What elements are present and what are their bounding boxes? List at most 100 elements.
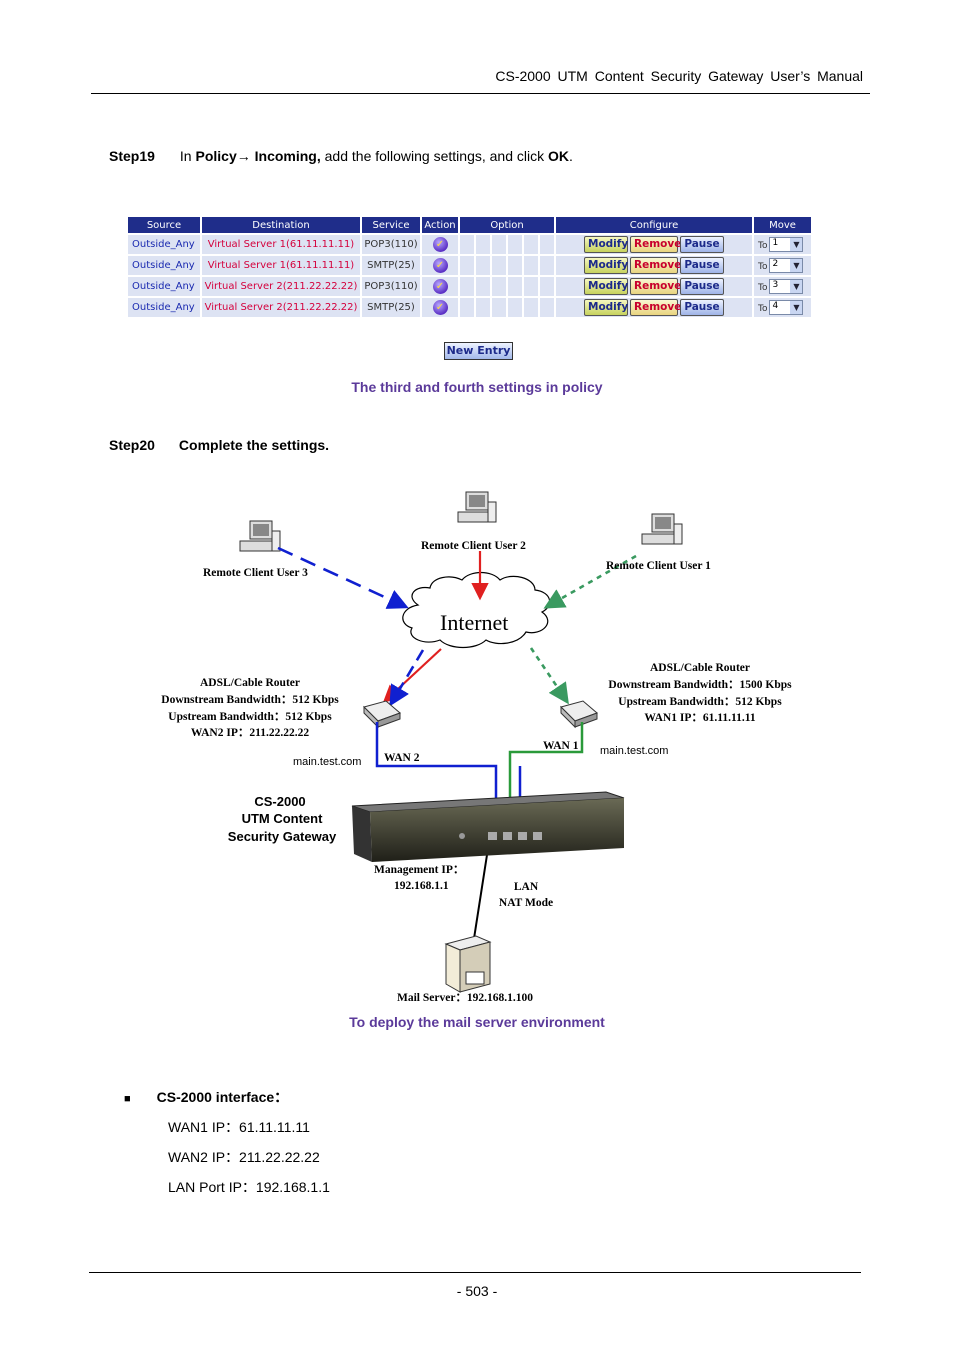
label-wan2: WAN 2 <box>384 752 420 764</box>
move-select-value: 1 <box>772 238 779 248</box>
label-user2: Remote Client User 2 <box>421 540 526 552</box>
pause-button[interactable]: Pause <box>680 278 724 295</box>
col-action: Action <box>422 217 458 233</box>
label-user1: Remote Client User 1 <box>606 560 711 572</box>
option-cell <box>524 298 538 317</box>
chevron-down-icon[interactable]: ▼ <box>790 301 803 314</box>
option-cell <box>460 235 474 254</box>
row-service[interactable]: POP3(110) <box>362 277 420 296</box>
row-destination[interactable]: Virtual Server 1(61.11.11.11) <box>202 256 360 275</box>
permit-action-icon: ✓ <box>432 237 448 252</box>
policy-table: Source Destination Service Action Option… <box>126 215 813 319</box>
option-cell <box>476 235 490 254</box>
option-cell <box>460 277 474 296</box>
to-label: To <box>758 240 768 251</box>
lan-line-2: NAT Mode <box>499 897 553 909</box>
move-select[interactable]: 1▼ <box>769 237 804 252</box>
step20-label: Step20 <box>109 437 155 453</box>
router-left-line-3: Upstream Bandwidth：512 Kbps <box>168 711 332 723</box>
remove-button[interactable]: Remove <box>630 278 681 295</box>
device-line-1: CS-2000 <box>254 794 305 809</box>
router-icon-right <box>560 700 598 729</box>
option-cell <box>476 298 490 317</box>
router-right-line-3: Upstream Bandwidth：512 Kbps <box>618 696 782 708</box>
step19-ok: OK <box>548 148 569 164</box>
computer-icon-user3 <box>239 520 281 552</box>
option-cell <box>540 298 554 317</box>
remove-button[interactable]: Remove <box>630 236 681 253</box>
row-action: ✓ <box>422 277 458 296</box>
row-action: ✓ <box>422 256 458 275</box>
col-service: Service <box>362 217 420 233</box>
gateway-device-icon <box>351 791 625 862</box>
col-configure: Configure <box>556 217 752 233</box>
router-right-line-1: ADSL/Cable Router <box>650 662 750 674</box>
option-cell <box>492 277 506 296</box>
pause-button[interactable]: Pause <box>680 257 724 274</box>
option-cell <box>508 298 522 317</box>
modify-button[interactable]: Modify <box>584 257 628 274</box>
domain-right: main.test.com <box>600 745 668 757</box>
row-source[interactable]: Outside_Any <box>128 298 200 317</box>
header-rule <box>91 93 870 94</box>
header-title: CS-2000 UTM Content Security Gateway Use… <box>495 68 863 84</box>
interface-line-wan2: WAN2 IP：211.22.22.22 <box>168 1149 320 1165</box>
step19-mid: add the following settings, and click <box>320 148 548 164</box>
new-entry-button[interactable]: New Entry <box>444 342 513 360</box>
chevron-down-icon[interactable]: ▼ <box>790 238 803 251</box>
row-source[interactable]: Outside_Any <box>128 256 200 275</box>
computer-icon-user2 <box>457 491 497 523</box>
modify-button[interactable]: Modify <box>584 278 628 295</box>
row-action: ✓ <box>422 298 458 317</box>
row-destination[interactable]: Virtual Server 1(61.11.11.11) <box>202 235 360 254</box>
figure-caption-2: To deploy the mail server environment <box>349 1014 605 1030</box>
chevron-down-icon[interactable]: ▼ <box>790 280 803 293</box>
chevron-down-icon[interactable]: ▼ <box>790 259 803 272</box>
option-cell <box>476 256 490 275</box>
move-select-value: 2 <box>772 259 779 269</box>
to-label: To <box>758 303 768 314</box>
row-source[interactable]: Outside_Any <box>128 235 200 254</box>
policy-table-header: Source Destination Service Action Option… <box>128 217 811 233</box>
remove-button[interactable]: Remove <box>630 299 681 316</box>
row-service[interactable]: POP3(110) <box>362 235 420 254</box>
move-select[interactable]: 4▼ <box>769 300 804 315</box>
pause-button[interactable]: Pause <box>680 236 724 253</box>
col-move: Move <box>754 217 811 233</box>
move-select[interactable]: 3▼ <box>769 279 804 294</box>
footer-rule <box>89 1272 861 1273</box>
remove-button[interactable]: Remove <box>630 257 681 274</box>
lan-line-1: LAN <box>514 881 539 893</box>
page-number: - 503 - <box>456 1283 498 1299</box>
row-destination[interactable]: Virtual Server 2(211.22.22.22) <box>202 277 360 296</box>
permit-action-icon: ✓ <box>432 258 448 273</box>
domain-left: main.test.com <box>293 756 361 768</box>
row-destination[interactable]: Virtual Server 2(211.22.22.22) <box>202 298 360 317</box>
router-left-line-2: Downstream Bandwidth：512 Kbps <box>161 694 339 706</box>
option-cell <box>508 277 522 296</box>
bullet-icon: ■ <box>124 1093 131 1105</box>
arrow-icon: → <box>236 148 251 164</box>
option-cell <box>524 235 538 254</box>
to-label: To <box>758 282 768 293</box>
modify-button[interactable]: Modify <box>584 236 628 253</box>
move-select-value: 4 <box>772 301 779 311</box>
router-left-line-4: WAN2 IP：211.22.22.22 <box>191 727 309 739</box>
permit-action-icon: ✓ <box>432 279 448 294</box>
row-source[interactable]: Outside_Any <box>128 277 200 296</box>
pause-button[interactable]: Pause <box>680 299 724 316</box>
row-service[interactable]: SMTP(25) <box>362 256 420 275</box>
router-icon-left <box>363 700 401 729</box>
network-diagram: Remote Client User 2 Remote Client User … <box>161 491 792 1004</box>
row-service[interactable]: SMTP(25) <box>362 298 420 317</box>
move-select[interactable]: 2▼ <box>769 258 804 273</box>
computer-icon-user1 <box>641 513 683 545</box>
modify-button[interactable]: Modify <box>584 299 628 316</box>
